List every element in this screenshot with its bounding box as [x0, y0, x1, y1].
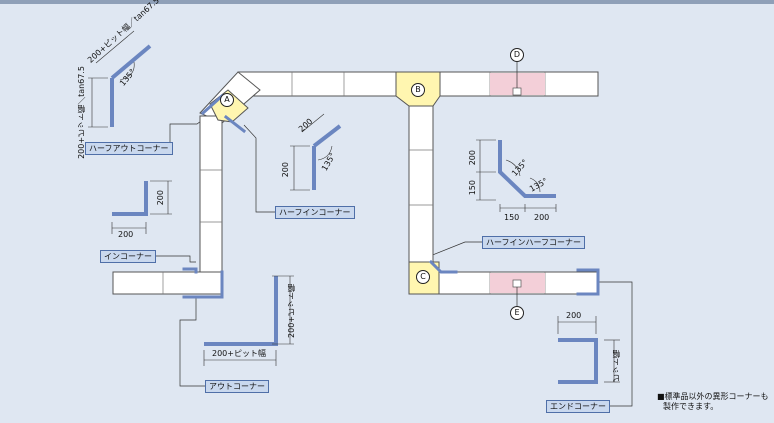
label-half-in-corner: ハーフインコーナー [275, 206, 355, 219]
dim-hihc-upper: 200 [468, 150, 477, 166]
dim-in-corner-horizontal: 200 [118, 230, 134, 239]
label-end-corner: エンドコーナー [546, 400, 610, 413]
dim-in-corner-vertical: 200 [156, 190, 165, 206]
dim-half-out-vertical: 200+ピット幅／tan67.5 [77, 66, 86, 159]
steel-half-in [223, 114, 247, 134]
steel-in-corner [182, 267, 198, 274]
marker-c: C [416, 270, 430, 284]
trench-left-run [199, 115, 223, 295]
leader-half-in-half [429, 241, 482, 257]
detail-out-corner [203, 275, 294, 366]
trench-main [112, 71, 600, 299]
detail-half-in-half-corner [476, 139, 557, 212]
steel-end [576, 268, 600, 296]
label-in-corner: インコーナー [100, 250, 156, 263]
dim-hihc-lower: 150 [468, 180, 477, 196]
dim-hihc-bottom-left: 150 [504, 213, 520, 222]
leader-out-corner [179, 297, 205, 387]
marker-d: D [510, 48, 524, 62]
pit-d-fill [490, 73, 545, 95]
label-out-corner: アウトコーナー [205, 380, 269, 393]
marker-e: E [510, 306, 524, 320]
detail-in-corner [111, 180, 172, 234]
trench-right-run [408, 95, 434, 273]
marker-a: A [220, 93, 234, 107]
trench-bottom-left-run [112, 271, 223, 295]
corner-c-fill [408, 261, 440, 295]
note-line-1: ■標準品以外の異形コーナーも [657, 392, 769, 401]
dim-half-in-vertical: 200 [281, 162, 290, 178]
label-half-out-corner: ハーフアウトコーナー [85, 142, 173, 155]
dim-out-corner-horizontal: 200+ピット幅 [212, 349, 266, 358]
note-line-2: 製作できます。 [663, 402, 719, 411]
top-border [0, 0, 774, 4]
leader-in-corner [155, 255, 196, 263]
detail-half-in-corner [290, 113, 342, 191]
leader-half-in [243, 124, 275, 213]
dim-out-corner-vertical: 200+ピット幅 [287, 284, 296, 338]
label-half-in-half-corner: ハーフインハーフコーナー [482, 236, 586, 249]
leader-end-corner [592, 281, 633, 407]
steel-half-in-half [428, 259, 458, 274]
marker-b: B [411, 83, 425, 97]
dim-end-corner-side: ピット幅 [612, 350, 621, 382]
dim-end-corner-top: 200 [566, 311, 582, 320]
detail-end-corner [557, 316, 620, 384]
steel-half-out [200, 93, 225, 116]
leader-lines [155, 111, 633, 407]
dim-hihc-bottom-right: 200 [534, 213, 550, 222]
detail-half-out-corner [88, 30, 152, 128]
steel-out-corner [182, 270, 224, 299]
